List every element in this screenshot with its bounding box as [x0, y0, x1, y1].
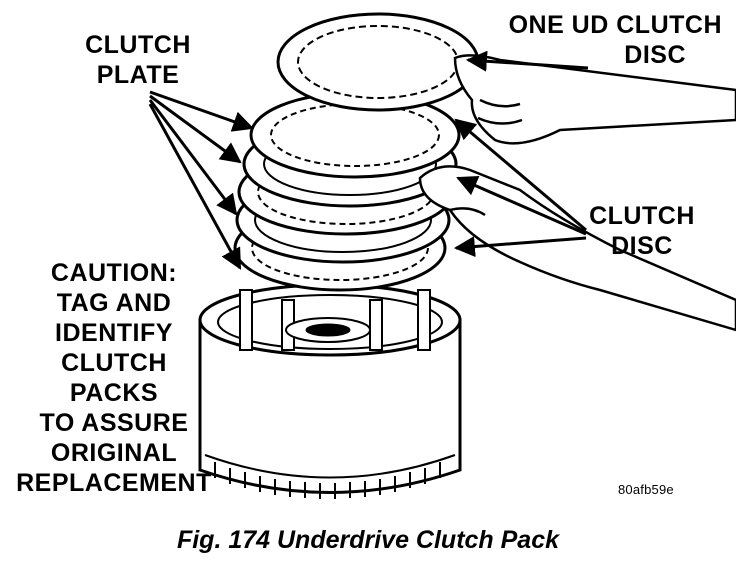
caution-line-2: TAG AND — [56, 289, 172, 317]
hand-lower — [418, 165, 736, 332]
ud-disc-arrow — [465, 50, 589, 72]
caution-line-6: TO ASSURE — [39, 409, 189, 437]
clutch-disc-label: CLUTCH DISC — [572, 201, 712, 261]
caution-line-5: PACKS — [69, 379, 159, 407]
clutch-stack — [233, 91, 461, 292]
ud-clutch-disc-label-line-2: DISC — [624, 41, 686, 69]
hub-spline-teeth — [214, 462, 441, 499]
caution-line-4: CLUTCH — [61, 349, 167, 377]
clutch-plate-arrows — [148, 90, 254, 270]
ud-clutch-disc — [276, 12, 480, 112]
clutch-housing-hub — [198, 283, 462, 494]
ud-clutch-disc-label: ONE UD CLUTCH DISC — [470, 10, 722, 70]
clutch-plate-label: CLUTCH PLATE — [72, 30, 204, 90]
caution-line-1: CAUTION: — [50, 259, 178, 287]
figure-caption: Fig. 174 Underdrive Clutch Pack — [176, 526, 560, 554]
caution-note: CAUTION: TAG AND IDENTIFY CLUTCH PACKS T… — [4, 258, 224, 498]
clutch-plate-label-line-2: PLATE — [96, 61, 180, 89]
caution-line-3: IDENTIFY — [55, 319, 173, 347]
ud-clutch-disc-label-line-1: ONE UD CLUTCH — [508, 11, 722, 39]
figure-code: 80afb59e — [618, 482, 674, 497]
hand-upper — [453, 54, 736, 145]
clutch-disc-label-line-2: DISC — [611, 232, 673, 260]
clutch-disc-label-line-1: CLUTCH — [589, 202, 695, 230]
caution-line-8: REPLACEMENT — [16, 469, 212, 497]
clutch-plate-label-line-1: CLUTCH — [85, 31, 191, 59]
clutch-disc-arrows — [453, 118, 587, 258]
caution-line-7: ORIGINAL — [50, 439, 178, 467]
clutch-pack-illustration — [148, 12, 736, 499]
